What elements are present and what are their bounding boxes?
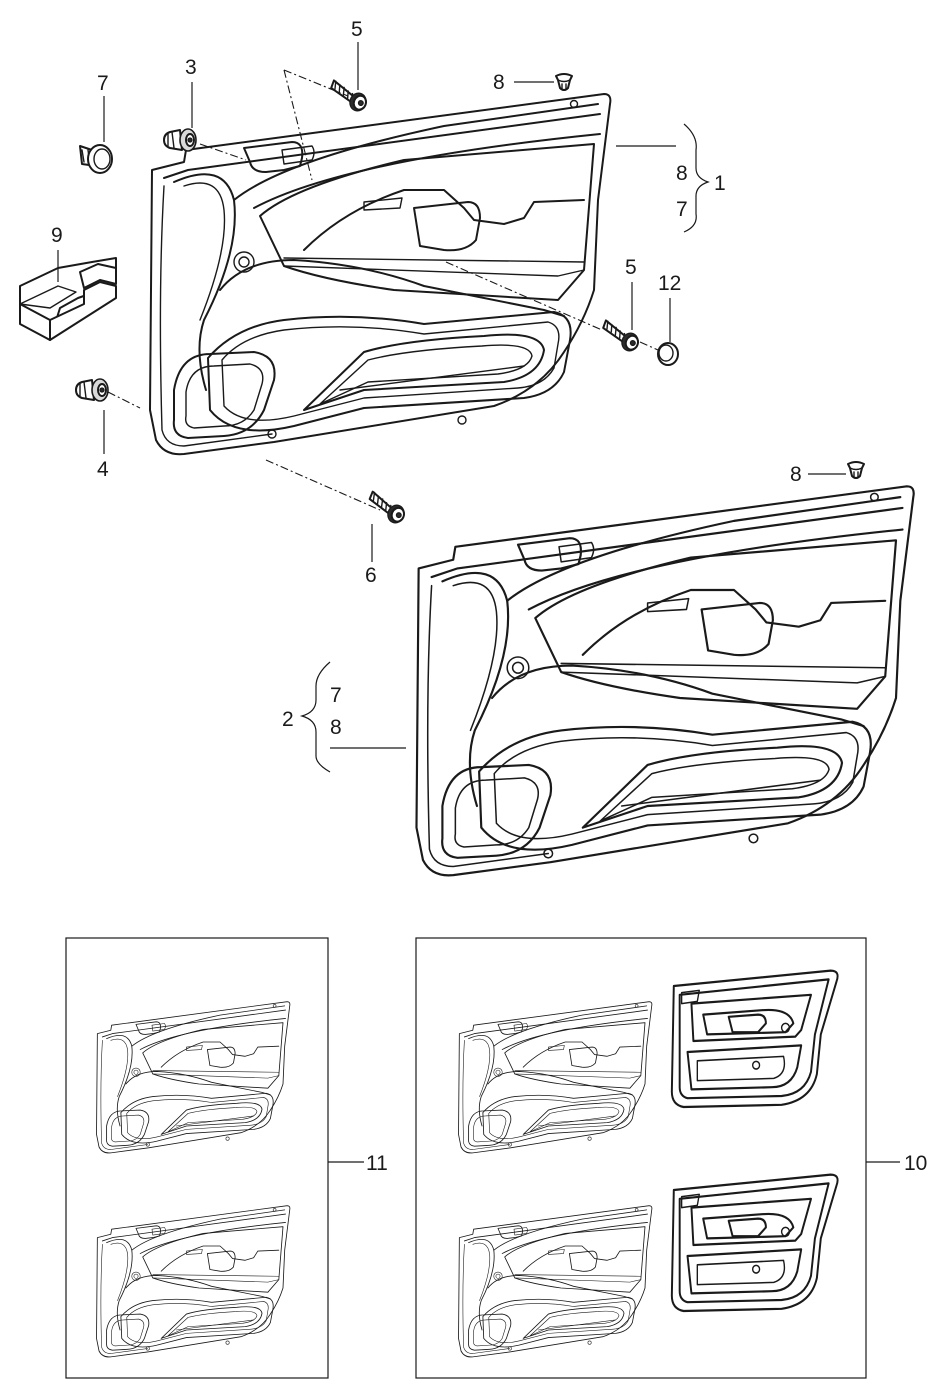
callout-8: 8 bbox=[330, 716, 342, 739]
callout-11: 11 bbox=[366, 1152, 388, 1175]
kit-panel-back-thumb bbox=[670, 969, 839, 1109]
clip-icon bbox=[163, 128, 197, 152]
kit-panel-back-thumb bbox=[670, 1173, 839, 1313]
leader-lines bbox=[57, 42, 900, 1163]
assembly-lines bbox=[107, 69, 659, 511]
callout-labels: 5 3 7 8 8 1 7 9 5 12 4 8 6 7 2 8 11 10 bbox=[51, 18, 927, 1175]
callout-5: 5 bbox=[625, 256, 637, 279]
callout-8: 8 bbox=[790, 463, 802, 486]
callout-6: 6 bbox=[365, 564, 377, 587]
cap-icon bbox=[657, 342, 679, 366]
kit-panel-thumb bbox=[458, 1205, 653, 1358]
clip-icon bbox=[75, 378, 109, 402]
screw-icon bbox=[597, 319, 643, 355]
screw-icon bbox=[363, 490, 409, 527]
callout-7: 7 bbox=[676, 198, 688, 221]
callout-8: 8 bbox=[493, 71, 505, 94]
callout-10: 10 bbox=[904, 1152, 927, 1175]
kit-box-10 bbox=[415, 937, 867, 1379]
kit-panel-thumb bbox=[458, 1001, 653, 1154]
plug-icon bbox=[79, 144, 113, 174]
door-panel-rear bbox=[415, 485, 915, 877]
callout-4: 4 bbox=[97, 458, 109, 481]
kit-box-11 bbox=[65, 937, 329, 1379]
callout-7: 7 bbox=[97, 72, 109, 95]
kit-panel-thumb bbox=[96, 1205, 291, 1358]
brace-part-1 bbox=[683, 123, 710, 233]
screw-icon bbox=[325, 79, 371, 115]
door-panel-front bbox=[149, 93, 612, 456]
brace-part-2 bbox=[299, 661, 331, 773]
top-clip-icon bbox=[847, 461, 865, 479]
callout-5: 5 bbox=[351, 18, 363, 41]
top-clip-icon bbox=[555, 73, 573, 91]
callout-2: 2 bbox=[282, 708, 294, 731]
foam-pad-icon bbox=[19, 257, 117, 341]
callout-1: 1 bbox=[714, 172, 726, 195]
kit-panel-thumb bbox=[96, 1001, 291, 1154]
callout-9: 9 bbox=[51, 224, 63, 247]
callout-7: 7 bbox=[330, 684, 342, 707]
callout-3: 3 bbox=[185, 56, 197, 79]
callout-12: 12 bbox=[658, 272, 681, 295]
callout-8: 8 bbox=[676, 162, 688, 185]
